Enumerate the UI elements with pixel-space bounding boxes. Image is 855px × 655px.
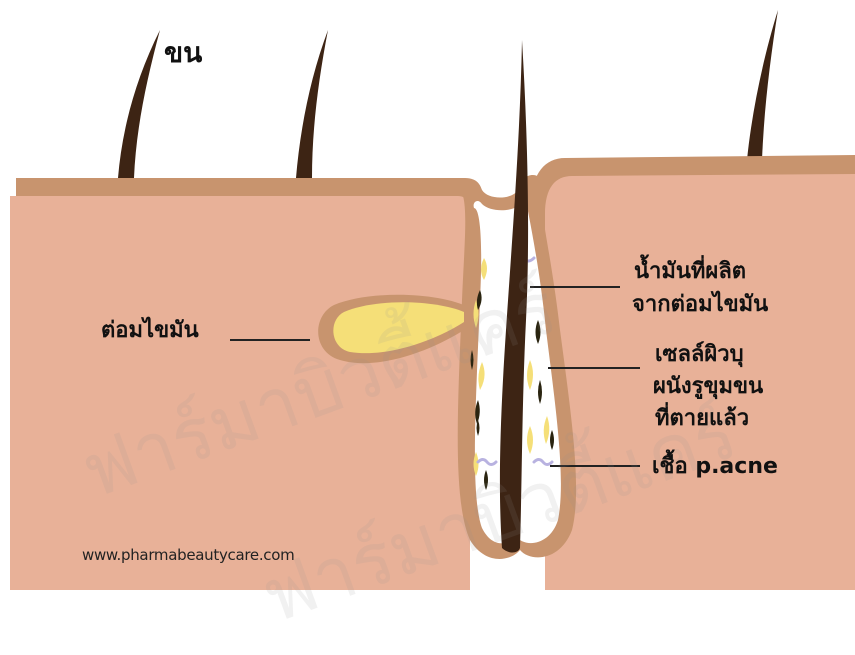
- hair-strand-1: [118, 30, 160, 178]
- label-sebum-line1: น้ำมันที่ผลิต: [634, 257, 746, 287]
- label-hair: ขน: [164, 36, 202, 70]
- hair-strand-4: [747, 10, 778, 160]
- label-dead-cells-line1: เซลล์ผิวบุ: [655, 340, 744, 370]
- label-dead-cells-line2: ผนังรูขุมขน: [653, 372, 763, 402]
- skin-body-left: [10, 196, 470, 590]
- label-sebaceous-gland: ต่อมไขมัน: [101, 316, 199, 346]
- label-sebum-line2: จากต่อมไขมัน: [632, 290, 768, 320]
- label-dead-cells-line3: ที่ตายแล้ว: [655, 404, 749, 434]
- label-bacteria: เชื้อ p.acne: [652, 452, 778, 482]
- website-url: www.pharmabeautycare.com: [82, 546, 294, 564]
- hair-strand-2: [296, 30, 328, 178]
